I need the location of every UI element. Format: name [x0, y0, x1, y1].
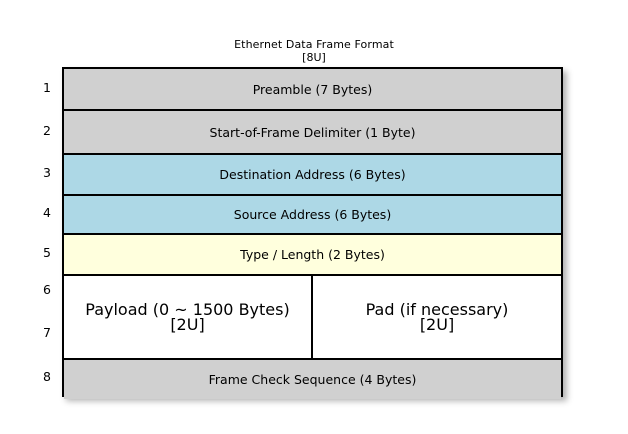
frame-field-type-length: Type / Length (2 Bytes) — [64, 235, 561, 276]
row-number-6: 6 — [43, 282, 51, 297]
diagram-title-block: Ethernet Data Frame Format [8U] — [0, 38, 628, 64]
frame-field-payload: Payload (0 ~ 1500 Bytes)[2U] — [64, 276, 313, 358]
frame-field-frame-check-sequence: Frame Check Sequence (4 Bytes) — [64, 360, 561, 399]
row-number-gutter: 1 2 3 4 5 6 7 8 — [36, 67, 58, 397]
row-number-7: 7 — [43, 325, 51, 340]
frame-field-payload-title: Payload (0 ~ 1500 Bytes) — [85, 300, 290, 319]
frame-field-pad-label: Pad (if necessary)[2U] — [365, 300, 509, 334]
frame-field-preamble: Preamble (7 Bytes) — [64, 69, 561, 111]
row-number-2: 2 — [43, 123, 51, 138]
frame-field-source-address: Source Address (6 Bytes) — [64, 196, 561, 235]
row-number-3: 3 — [43, 165, 51, 180]
frame-field-preamble-label: Preamble (7 Bytes) — [252, 81, 373, 97]
row-number-5: 5 — [43, 245, 51, 260]
frame-field-source-address-label: Source Address (6 Bytes) — [233, 207, 392, 222]
frame-field-destination-address: Destination Address (6 Bytes) — [64, 155, 561, 196]
row-number-4: 4 — [43, 205, 51, 220]
frame-field-payload-label: Payload (0 ~ 1500 Bytes)[2U] — [85, 300, 290, 334]
frame-field-frame-check-sequence-label: Frame Check Sequence (4 Bytes) — [208, 372, 417, 387]
page-subtitle: [8U] — [302, 51, 326, 64]
row-number-8: 8 — [43, 369, 51, 384]
frame-field-pad: Pad (if necessary)[2U] — [313, 276, 561, 358]
frame-field-sfd-label: Start-of-Frame Delimiter (1 Byte) — [209, 124, 416, 140]
frame-table: Preamble (7 Bytes) Start-of-Frame Delimi… — [62, 67, 563, 399]
page-title: Ethernet Data Frame Format — [234, 38, 394, 51]
frame-field-payload-pad-row: Payload (0 ~ 1500 Bytes)[2U] Pad (if nec… — [64, 276, 561, 360]
ethernet-frame-diagram: Preamble (7 Bytes) Start-of-Frame Delimi… — [62, 67, 563, 399]
frame-field-type-length-label: Type / Length (2 Bytes) — [240, 247, 385, 262]
frame-field-destination-address-label: Destination Address (6 Bytes) — [219, 167, 406, 182]
row-number-1: 1 — [43, 80, 51, 95]
frame-field-pad-title: Pad (if necessary) — [365, 300, 509, 319]
frame-field-payload-sublabel: [2U] — [170, 315, 205, 334]
frame-field-pad-sublabel: [2U] — [419, 315, 455, 334]
frame-field-sfd: Start-of-Frame Delimiter (1 Byte) — [64, 111, 561, 155]
